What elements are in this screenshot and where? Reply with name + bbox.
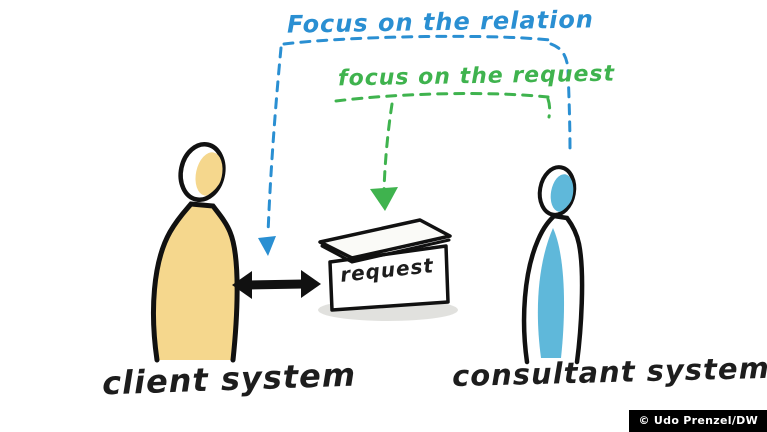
down-arrowhead-green (370, 187, 398, 211)
image-credit: © Udo Prenzel/DW (629, 410, 767, 432)
consultant-figure (521, 165, 585, 365)
relation-connector (266, 34, 572, 236)
request-focus-label: focus on the request (337, 61, 616, 92)
down-arrowhead-blue (258, 236, 276, 256)
double-headed-arrow (232, 270, 321, 299)
relation-label: Focus on the relation (286, 5, 595, 39)
request-connector (334, 92, 552, 192)
request-box (318, 218, 458, 321)
client-figure (150, 142, 240, 363)
